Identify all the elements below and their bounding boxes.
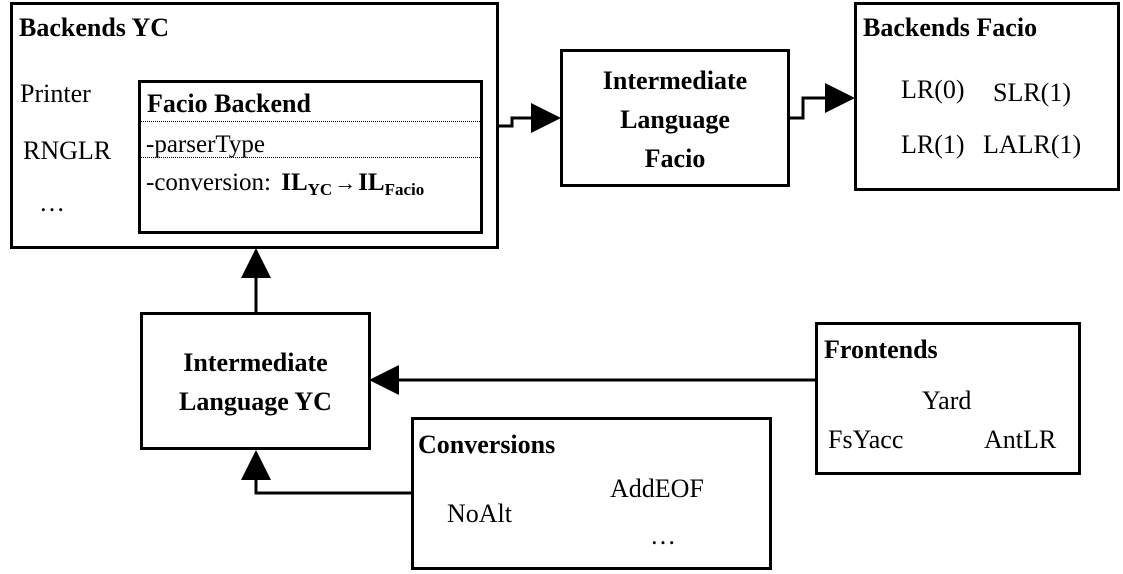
facio-backend-box: Facio Backend -parserType -conversion: I… <box>138 80 483 234</box>
frontend-item-fsyacc: FsYacc <box>828 425 904 454</box>
il-facio-line-1: Intermediate <box>602 66 748 95</box>
backends-facio-item-lalr1: LALR(1) <box>983 130 1082 159</box>
facio-backend-divider-1 <box>141 121 480 122</box>
conversions-box: Conversions NoAlt AddEOF … <box>411 417 772 570</box>
il-yc-main: IL <box>281 169 308 196</box>
il-facio-box: Intermediate Language Facio <box>560 49 790 187</box>
backends-facio-box: Backends Facio LR(0) SLR(1) LR(1) LALR(1… <box>854 2 1120 191</box>
il-facio-sub: Facio <box>384 180 425 199</box>
frontends-title: Frontends <box>824 335 938 364</box>
il-yc-label: ILYC <box>281 169 333 199</box>
frontend-item-antlr: AntLR <box>984 425 1057 454</box>
backend-item-printer: Printer <box>20 79 91 108</box>
backend-item-ellipsis: … <box>39 188 65 217</box>
conversion-item-noalt: NoAlt <box>447 499 512 528</box>
facio-backend-divider-2 <box>141 157 480 158</box>
facio-backend-parser-type: -parserType <box>146 131 266 158</box>
conversion-label: -conversion: <box>146 169 271 196</box>
backends-yc-title: Backends YC <box>19 13 170 42</box>
arrow-il-facio-to-backends-facio <box>790 83 855 120</box>
il-facio-line-2: Language <box>620 105 730 134</box>
il-facio-main: IL <box>358 169 385 196</box>
il-yc-box: Intermediate Language YC <box>140 312 371 450</box>
frontends-box: Frontends Yard FsYacc AntLR <box>815 322 1081 475</box>
facio-backend-conversion: -conversion: ILYC→ILFacio <box>146 169 425 199</box>
il-yc-text: Intermediate Language YC <box>143 343 368 421</box>
arrow-backends-yc-to-il-facio <box>499 103 561 133</box>
arrow-conversions-to-il-yc <box>241 450 411 495</box>
backend-item-rnglr: RNGLR <box>23 136 112 165</box>
conversion-item-addeof: AddEOF <box>610 474 704 503</box>
il-yc-line-1: Intermediate <box>183 348 328 377</box>
il-yc-sub: YC <box>307 180 333 199</box>
facio-backend-title: Facio Backend <box>147 89 311 118</box>
conversions-title: Conversions <box>418 430 556 459</box>
il-facio-label: ILFacio <box>358 169 425 199</box>
conversion-item-ellipsis: … <box>650 521 676 550</box>
conversion-arrow-icon: → <box>334 170 357 195</box>
backends-facio-item-lr1: LR(1) <box>901 130 965 159</box>
il-facio-line-3: Facio <box>644 144 706 173</box>
backends-facio-item-lr0: LR(0) <box>901 75 965 104</box>
il-yc-line-2: Language YC <box>179 387 332 416</box>
backends-facio-title: Backends Facio <box>863 13 1038 42</box>
backends-facio-item-slr1: SLR(1) <box>993 78 1071 107</box>
backends-yc-box: Backends YC Printer RNGLR … Facio Backen… <box>10 2 499 249</box>
frontend-item-yard: Yard <box>922 386 972 415</box>
il-facio-text: Intermediate Language Facio <box>563 61 787 178</box>
